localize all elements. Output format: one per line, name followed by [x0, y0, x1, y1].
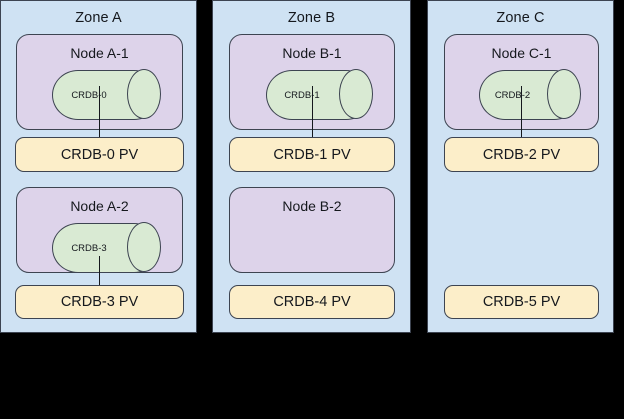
- node-box-b-2[interactable]: Node B-2: [229, 187, 395, 273]
- pv-box-crdb-4[interactable]: CRDB-4 PV: [229, 285, 395, 319]
- database-cylinder-crdb-0[interactable]: CRDB-0: [52, 69, 161, 120]
- node-title-a-1: Node A-1: [70, 45, 129, 61]
- pv-box-crdb-1[interactable]: CRDB-1 PV: [229, 137, 395, 172]
- zone-container-a: Zone A Node A-1 CRDB-0 CRDB-0 PV Node A-…: [0, 0, 197, 333]
- database-cylinder-crdb-1[interactable]: CRDB-1: [266, 69, 373, 120]
- pod-label-crdb-2: CRDB-2: [494, 89, 531, 101]
- connector-crdb-3-to-pv: [99, 256, 100, 285]
- cylinder-cap-icon: [339, 69, 373, 119]
- node-title-a-2: Node A-2: [70, 198, 129, 214]
- zone-container-b: Zone B Node B-1 CRDB-1 CRDB-1 PV Node B-…: [212, 0, 411, 333]
- pv-box-crdb-2[interactable]: CRDB-2 PV: [444, 137, 599, 172]
- pod-label-crdb-0: CRDB-0: [71, 89, 107, 101]
- pv-box-crdb-3[interactable]: CRDB-3 PV: [15, 285, 184, 319]
- pod-label-crdb-3: CRDB-3: [71, 242, 107, 254]
- node-box-a-1[interactable]: Node A-1 CRDB-0: [16, 34, 183, 130]
- database-cylinder-crdb-2[interactable]: CRDB-2: [479, 69, 581, 120]
- zone-container-c: Zone C Node C-1 CRDB-2 CRDB-2 PV CRDB-5 …: [427, 0, 614, 333]
- database-cylinder-crdb-3[interactable]: CRDB-3: [52, 222, 161, 273]
- cylinder-cap-icon: [547, 69, 581, 119]
- node-box-c-1[interactable]: Node C-1 CRDB-2: [444, 34, 599, 130]
- connector-crdb-2-to-pv: [521, 86, 522, 137]
- node-title-b-2: Node B-2: [282, 198, 342, 214]
- node-box-a-2[interactable]: Node A-2 CRDB-3: [16, 187, 183, 273]
- zone-title-a: Zone A: [75, 10, 122, 26]
- node-box-b-1[interactable]: Node B-1 CRDB-1: [229, 34, 395, 130]
- node-title-b-1: Node B-1: [282, 45, 342, 61]
- pv-box-crdb-5[interactable]: CRDB-5 PV: [444, 285, 599, 319]
- zone-title-b: Zone B: [287, 10, 336, 26]
- pv-box-crdb-0[interactable]: CRDB-0 PV: [15, 137, 184, 172]
- cylinder-cap-icon: [127, 69, 161, 119]
- pod-label-crdb-1: CRDB-1: [284, 89, 320, 101]
- zone-title-c: Zone C: [496, 10, 545, 26]
- node-title-c-1: Node C-1: [491, 45, 552, 61]
- cylinder-cap-icon: [127, 222, 161, 272]
- connector-crdb-1-to-pv: [312, 86, 313, 137]
- connector-crdb-0-to-pv: [99, 86, 100, 137]
